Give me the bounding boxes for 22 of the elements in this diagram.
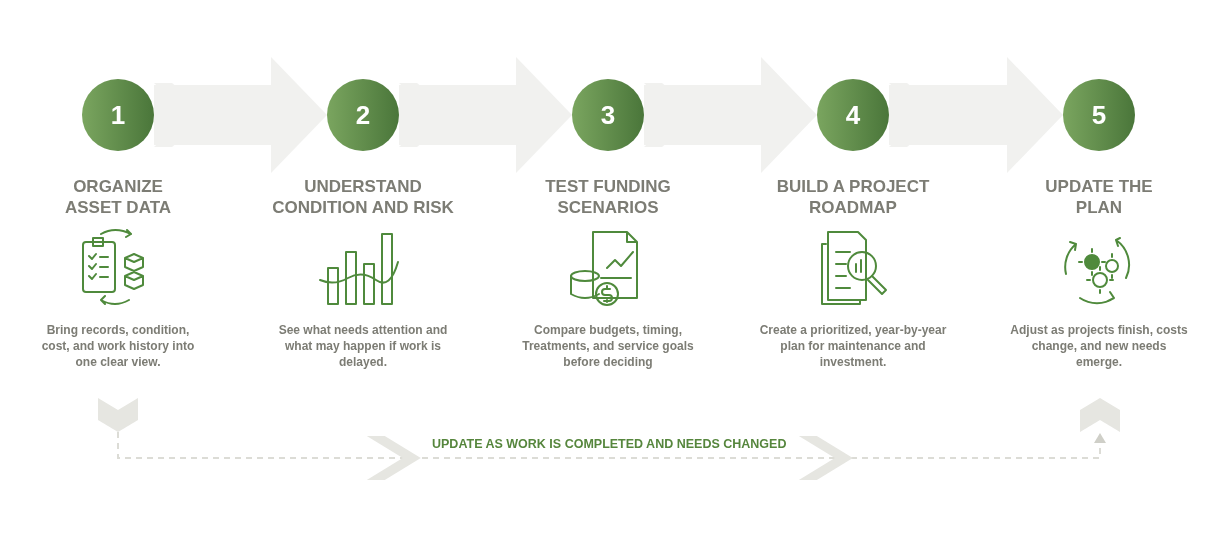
step-description: Compare budgets, timing, Treatments, and service goals before deciding	[521, 322, 695, 370]
step-description: Create a prioritized, year-by-year plan for maintenance and investment.	[758, 322, 948, 370]
step-description: Adjust as projects finish, costs change, and new needs emerge.	[1009, 322, 1189, 370]
arrow	[399, 57, 572, 173]
arrow	[889, 57, 1063, 173]
arrow	[154, 57, 327, 173]
step-heading: ORGANIZE ASSET DATA	[63, 176, 173, 218]
step-heading: TEST FUNDING SCENARIOS	[544, 176, 672, 218]
chevron-marker	[1080, 398, 1120, 432]
step-number-circle: 2	[327, 79, 399, 151]
step-heading: UPDATE THE PLAN	[1044, 176, 1154, 218]
step-number-circle: 5	[1063, 79, 1135, 151]
step-description: Bring records, condition, cost, and work history into one clear view.	[40, 322, 196, 370]
step-number-circle: 1	[82, 79, 154, 151]
step-heading: UNDERSTAND CONDITION AND RISK	[271, 176, 455, 218]
step-number-circle: 3	[572, 79, 644, 151]
step-description: See what needs attention and what may happen if work is delayed.	[278, 322, 448, 370]
chevron-marker	[98, 398, 138, 432]
arrow	[644, 57, 817, 173]
dashed-arrow	[117, 431, 1106, 480]
step-heading: BUILD A PROJECT ROADMAP	[775, 176, 931, 218]
step-number-circle: 4	[817, 79, 889, 151]
